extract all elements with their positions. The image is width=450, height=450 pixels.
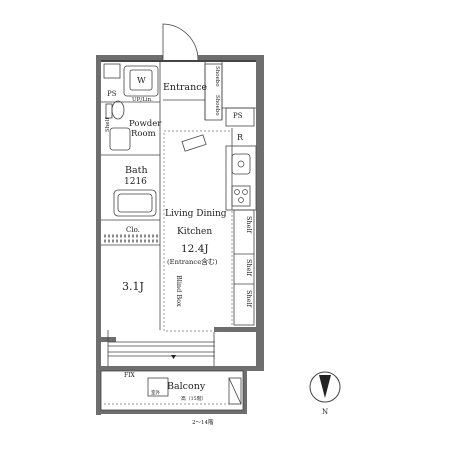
- refrigerator-label: R: [237, 133, 244, 142]
- shelf-label-3: Shelf: [245, 290, 253, 308]
- ldk-size: 12.4J: [181, 243, 209, 255]
- ps-right-label: PS: [233, 112, 243, 120]
- balcony-note: 高（15階）: [181, 395, 206, 402]
- structure-walls: [96, 55, 264, 415]
- washer-box: [123, 65, 159, 97]
- entrance-label: Entrance: [163, 82, 208, 93]
- ac-unit-label: 室外: [151, 389, 160, 396]
- up-lin-label: UP/Lin.: [132, 97, 153, 103]
- balcony-label: Balcony: [167, 381, 206, 392]
- powder-room-label-1: Powder: [129, 119, 162, 129]
- washer-label: W: [137, 76, 146, 86]
- shoebox-label-2: Shoebo: [214, 95, 220, 116]
- ldk-note: (Entrance含む): [167, 257, 218, 266]
- bath-label-1: Bath: [125, 165, 148, 176]
- shelf-label-1: Shelf: [245, 216, 253, 234]
- ldk-label-1: Living Dining: [165, 209, 227, 219]
- north-compass: [309, 371, 341, 403]
- floors-note: 2〜14階: [192, 418, 214, 426]
- north-label: N: [322, 408, 328, 416]
- fix-label: FIX: [124, 372, 136, 379]
- shelf-label-2: Shelf: [245, 259, 253, 277]
- blind-box-label: Blind Box: [175, 275, 183, 307]
- bath-label-2: 1216: [124, 177, 147, 187]
- ps-left-label: PS: [107, 90, 117, 98]
- ldk-label-2: Kitchen: [177, 227, 212, 237]
- shoebox-label-1: Shoebo: [214, 66, 220, 87]
- powder-room-label-2: Room: [131, 129, 156, 139]
- wc-shelf-label: Shelf: [105, 117, 111, 132]
- western-room-size: 3.1J: [122, 280, 144, 293]
- interior-walls: [100, 23, 257, 411]
- closet-label: Clo.: [126, 226, 140, 234]
- fixtures: [103, 63, 251, 405]
